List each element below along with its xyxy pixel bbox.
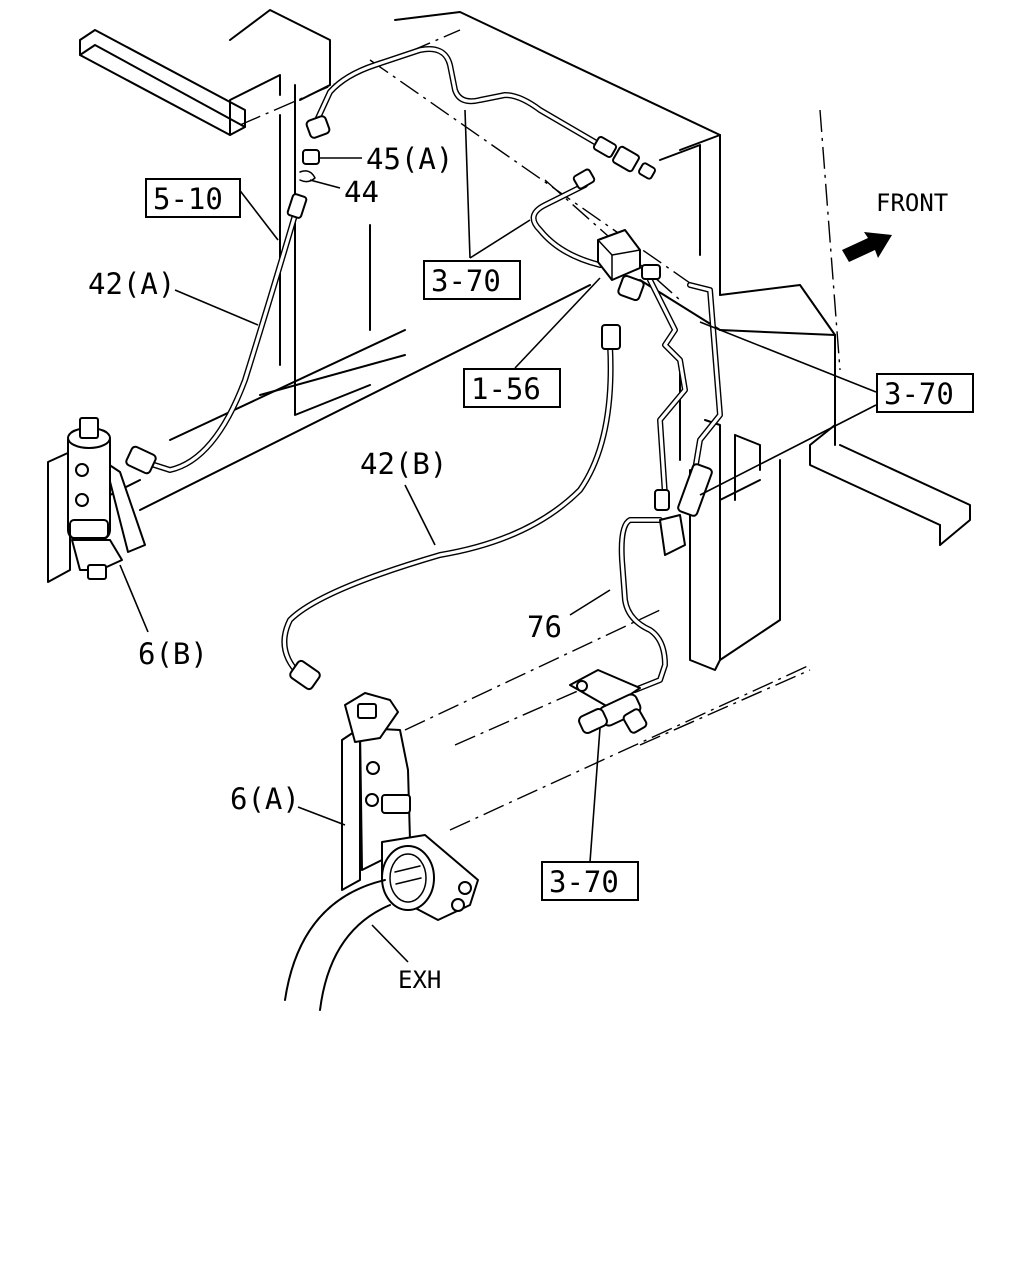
exh-label: EXH [398, 966, 441, 994]
ref-label-3-70-right: 3-70 [884, 377, 954, 411]
exhaust-pipe [284, 879, 391, 1011]
brake-pipes [142, 46, 723, 693]
part-label-42b: 42(B) [360, 447, 447, 481]
part-label-44: 44 [344, 175, 379, 209]
part-label-45a: 45(A) [366, 142, 453, 176]
fittings [125, 115, 713, 735]
part-label-6a: 6(A) [230, 782, 300, 816]
ref-box-3-70-right[interactable]: 3-70 [876, 373, 974, 413]
chamber-6a [341, 692, 479, 921]
front-label: FRONT [876, 189, 948, 217]
part-label-76: 76 [527, 610, 562, 644]
chassis-frame [59, 9, 971, 831]
chamber-6b [47, 417, 146, 583]
ref-label-3-70-bottom: 3-70 [549, 865, 619, 899]
part-label-6b: 6(B) [138, 637, 208, 671]
ref-label-5-10: 5-10 [153, 182, 223, 216]
front-arrow-icon [842, 232, 892, 262]
leader-lines [119, 109, 877, 963]
ref-box-5-10[interactable]: 5-10 [145, 178, 241, 218]
ref-box-3-70-bottom[interactable]: 3-70 [541, 861, 639, 901]
ref-box-3-70-top[interactable]: 3-70 [423, 260, 521, 300]
part-label-42a: 42(A) [88, 267, 175, 301]
ref-box-1-56[interactable]: 1-56 [463, 368, 561, 408]
ref-label-3-70-top: 3-70 [431, 264, 501, 298]
ref-label-1-56: 1-56 [471, 372, 541, 406]
